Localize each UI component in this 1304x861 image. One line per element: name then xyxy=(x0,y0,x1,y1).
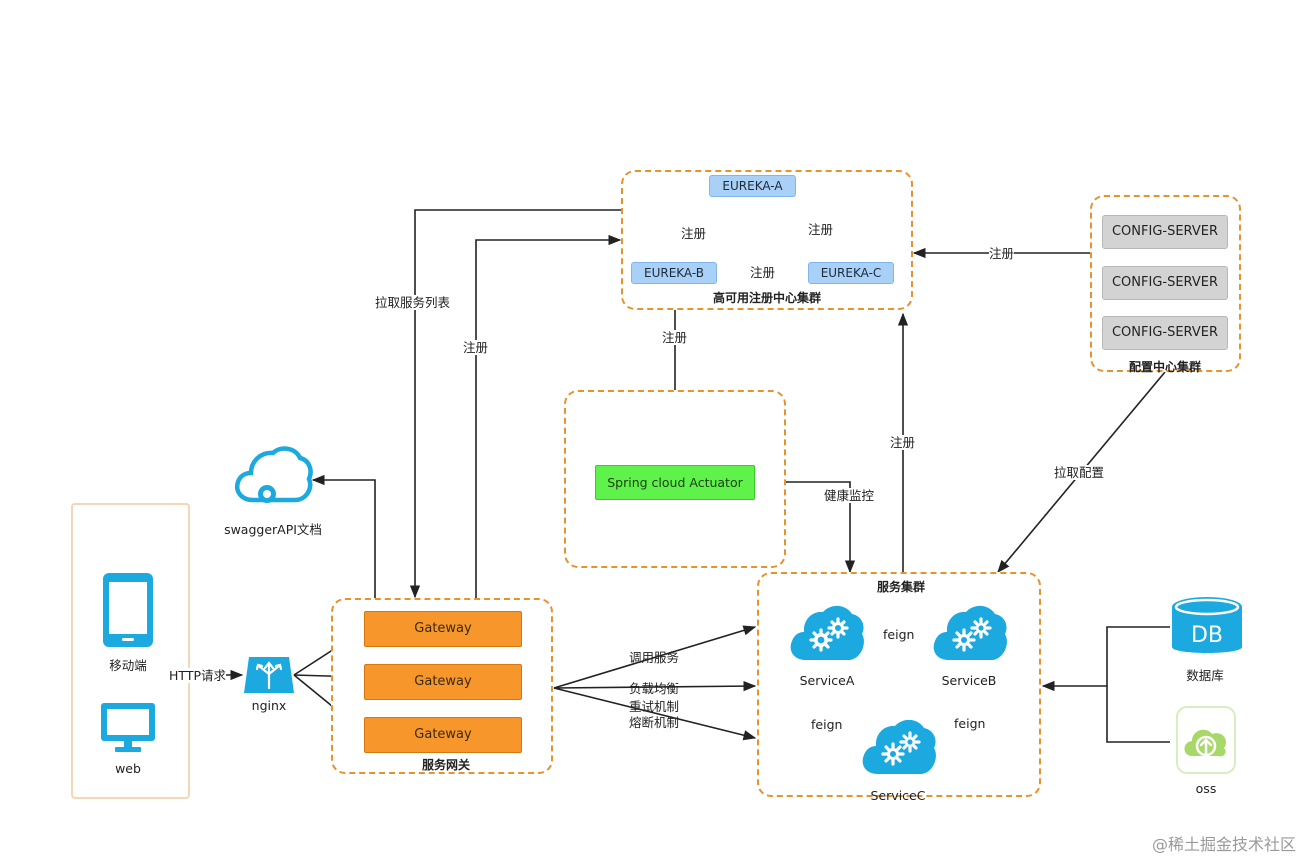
label-services-register: 注册 xyxy=(890,435,916,450)
label-config-register: 注册 xyxy=(989,246,1015,261)
db-icon-text: DB xyxy=(1191,623,1223,648)
label-eureka-bc-register: 注册 xyxy=(750,265,776,280)
web-label: web xyxy=(115,761,141,776)
config-server-1[interactable]: CONFIG-SERVER xyxy=(1102,215,1228,249)
service-b-cloud-icon[interactable] xyxy=(931,600,1009,666)
config-cluster-title: 配置中心集群 xyxy=(1128,360,1202,374)
service-b-label: ServiceB xyxy=(941,673,997,688)
service-a-label: ServiceA xyxy=(799,673,855,688)
edge-gw-invoke xyxy=(553,625,757,689)
watermark: @稀土掘金技术社区 xyxy=(1151,835,1296,854)
config-server-2[interactable]: CONFIG-SERVER xyxy=(1102,266,1228,300)
database-label: 数据库 xyxy=(1186,668,1224,683)
edge-pull-service-list xyxy=(409,209,622,599)
label-eureka-ab-register: 注册 xyxy=(681,226,707,241)
label-retry: 重试机制 xyxy=(629,699,680,714)
label-health-monitor: 健康监控 xyxy=(824,488,875,503)
client-box xyxy=(71,503,190,799)
service-c-cloud-icon[interactable] xyxy=(860,714,938,780)
label-gateway-register: 注册 xyxy=(463,340,489,355)
oss-storage-icon[interactable] xyxy=(1176,706,1236,774)
nginx-label: nginx xyxy=(251,698,287,713)
edge-db-services xyxy=(1106,626,1170,686)
mobile-phone-icon[interactable] xyxy=(102,572,154,648)
swagger-cloud-icon[interactable] xyxy=(233,446,313,508)
label-invoke-service: 调用服务 xyxy=(629,650,680,665)
label-pull-config: 拉取配置 xyxy=(1054,465,1105,480)
edge-gateway-swagger xyxy=(311,474,376,598)
service-a-cloud-icon[interactable] xyxy=(788,600,866,666)
eureka-b-node[interactable]: EUREKA-B xyxy=(631,262,717,284)
registry-cluster-title: 高可用注册中心集群 xyxy=(712,291,822,305)
label-eureka-ac-register: 注册 xyxy=(808,222,834,237)
spring-cloud-actuator-node[interactable]: Spring cloud Actuator xyxy=(595,465,755,500)
edge-oss-services xyxy=(1041,680,1170,743)
oss-label: oss xyxy=(1195,781,1217,796)
label-feign-ab: feign xyxy=(883,627,915,642)
service-cluster-title: 服务集群 xyxy=(876,580,926,594)
nginx-load-balancer-icon[interactable] xyxy=(243,656,295,694)
label-feign-bc: feign xyxy=(954,716,986,731)
label-load-balance: 负载均衡 xyxy=(629,681,680,696)
edge-gw-retry xyxy=(553,687,757,741)
label-actuator-register: 注册 xyxy=(662,330,688,345)
service-c-label: ServiceC xyxy=(870,788,926,803)
gateway-cluster-title: 服务网关 xyxy=(421,758,471,772)
web-monitor-icon[interactable] xyxy=(100,702,156,754)
gateway-node-1[interactable]: Gateway xyxy=(364,611,522,647)
edge-gw-loadbalance xyxy=(553,680,757,692)
gateway-node-3[interactable]: Gateway xyxy=(364,717,522,753)
label-circuit-break: 熔断机制 xyxy=(629,715,680,730)
edge-health-monitor xyxy=(786,481,856,574)
eureka-a-node[interactable]: EUREKA-A xyxy=(709,175,796,197)
database-icon[interactable]: DB xyxy=(1170,595,1244,659)
gateway-node-2[interactable]: Gateway xyxy=(364,664,522,700)
label-feign-ac: feign xyxy=(811,717,843,732)
swagger-label: swaggerAPI文档 xyxy=(224,522,322,537)
config-server-3[interactable]: CONFIG-SERVER xyxy=(1102,316,1228,350)
eureka-c-node[interactable]: EUREKA-C xyxy=(808,262,894,284)
label-pull-service-list: 拉取服务列表 xyxy=(375,295,451,310)
edge-gateway-register xyxy=(475,234,622,598)
label-http-request: HTTP请求 xyxy=(169,668,226,683)
mobile-label: 移动端 xyxy=(109,658,147,673)
